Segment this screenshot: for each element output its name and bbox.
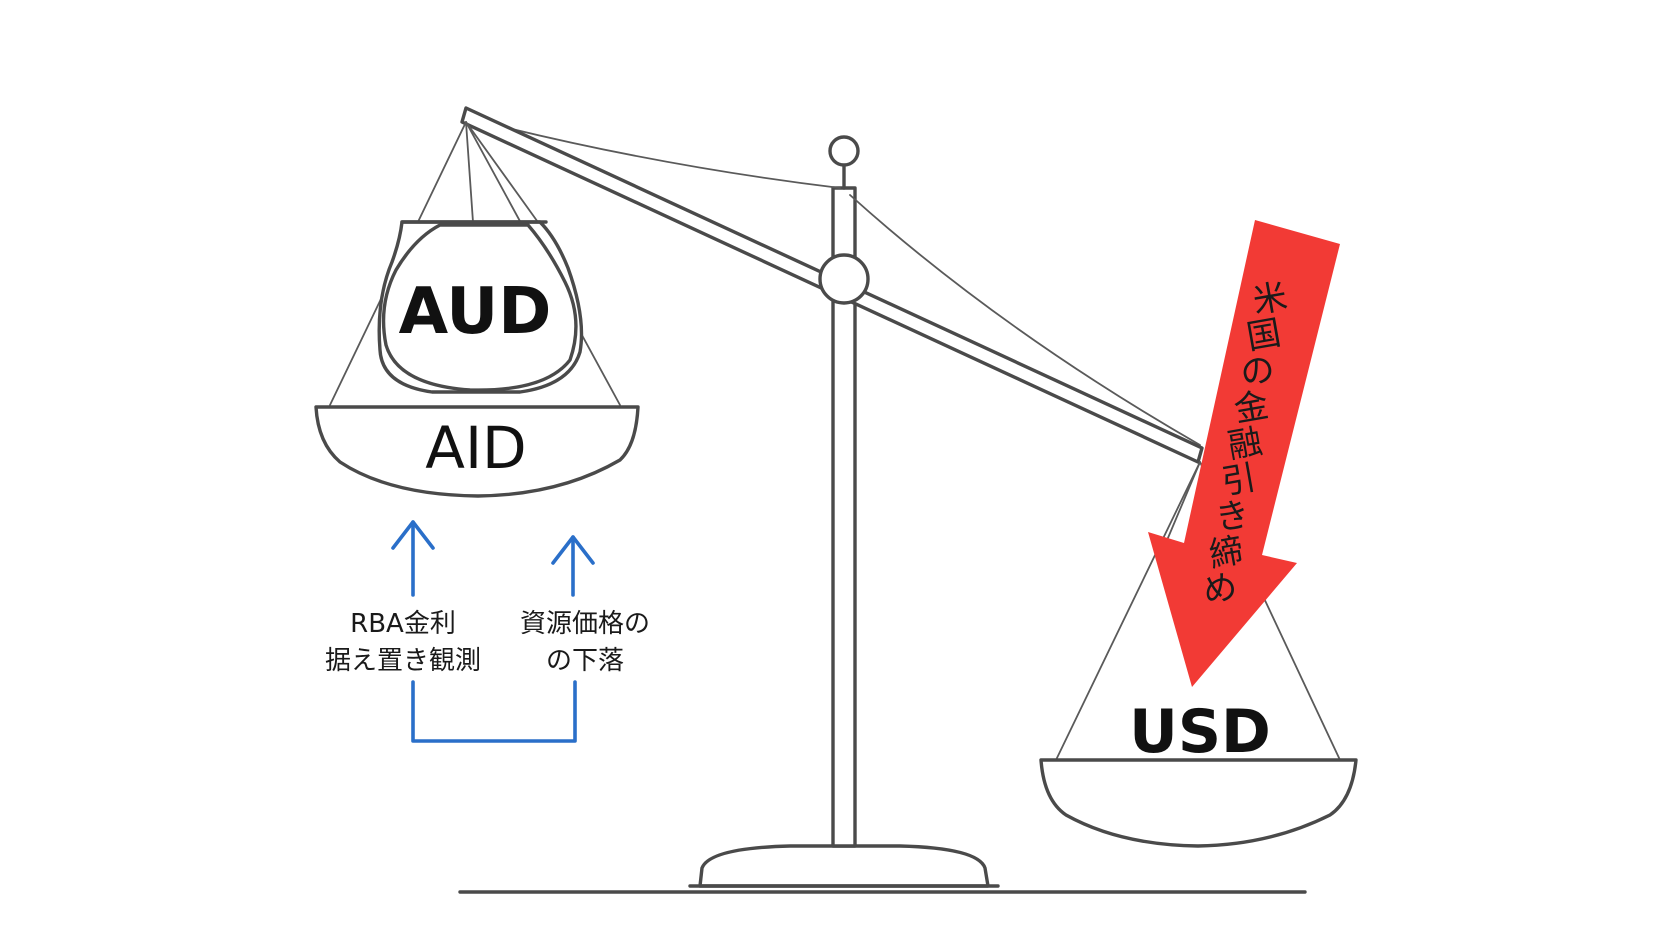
pressure-arrow-char: 国 [1244, 313, 1284, 358]
rba-factor-line1: RBA金利 [350, 609, 456, 639]
pressure-arrow-char: の [1237, 349, 1277, 394]
pressure-arrow-char: 米 [1250, 277, 1290, 322]
resource-factor-line1: 資源価格の [520, 609, 650, 639]
pressure-arrow-char: 金 [1231, 385, 1271, 430]
left-pan-string-2 [465, 121, 474, 223]
right-pan-string-1 [1055, 461, 1201, 761]
right-pan-tray [1039, 758, 1358, 848]
blue-connector-bracket [411, 680, 577, 743]
right-pan-label: USD [1129, 697, 1271, 767]
pressure-arrow-char: 引 [1219, 458, 1259, 503]
beam-support-string-right [849, 194, 1201, 446]
aud-bag [381, 223, 578, 392]
left-pan-label: AID [425, 414, 526, 482]
beam-pivot [818, 253, 870, 305]
resource-factor-line2: の下落 [546, 646, 624, 676]
right-pan-string-2 [1164, 461, 1201, 546]
pressure-arrow-char: 締 [1206, 530, 1246, 575]
rba-factor-line2: 据え置き観測 [325, 646, 481, 676]
pressure-arrow-char: 融 [1225, 422, 1265, 467]
pressure-arrow-char: め [1200, 567, 1240, 612]
stand-base [698, 844, 990, 888]
blue-up-arrow-right-head [551, 535, 595, 565]
beam-support-string-left [467, 117, 841, 189]
pole-finial-knob [828, 135, 860, 167]
blue-up-arrow-left-head [391, 520, 435, 550]
pressure-arrow-char: き [1212, 494, 1252, 539]
left-pan-tray [314, 405, 640, 498]
left-pan-string-3 [465, 121, 541, 226]
red-pressure-arrow [1148, 220, 1340, 687]
aud-bag-label: AUD [399, 275, 552, 349]
